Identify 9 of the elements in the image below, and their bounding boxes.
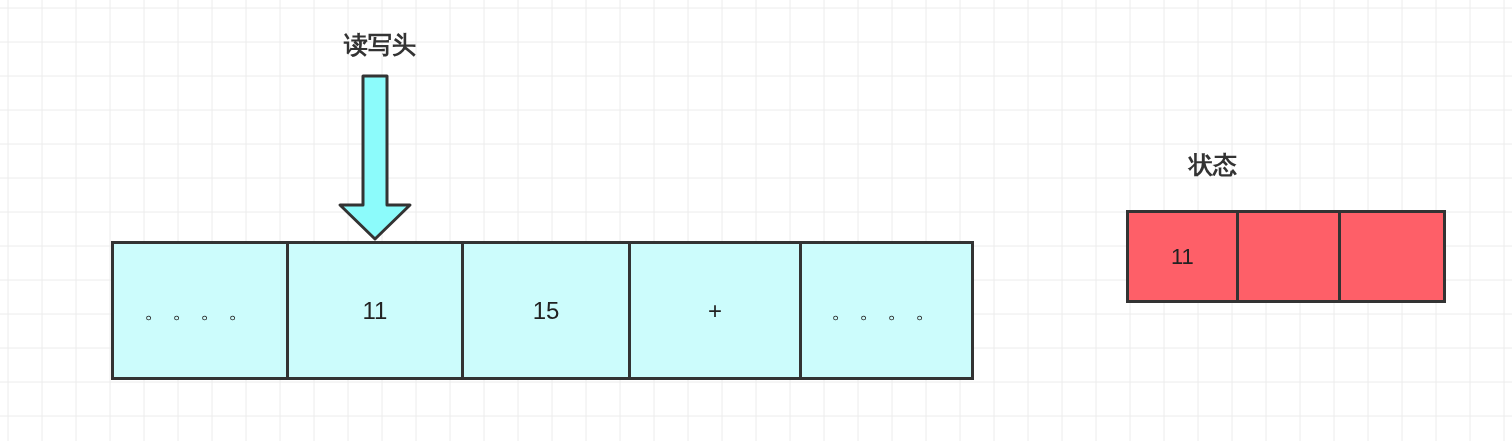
state-cell: 11	[1126, 210, 1239, 303]
tape-cell: +	[628, 241, 802, 380]
tape-cell: 。。。。	[799, 241, 974, 380]
block-arrow	[338, 74, 412, 241]
tape-cell: 11	[286, 241, 464, 380]
tape-cell: 15	[461, 241, 631, 380]
heading: 状态	[1189, 150, 1237, 180]
tape-cell: 。。。。	[111, 241, 289, 380]
head-label: 读写头	[330, 26, 430, 64]
